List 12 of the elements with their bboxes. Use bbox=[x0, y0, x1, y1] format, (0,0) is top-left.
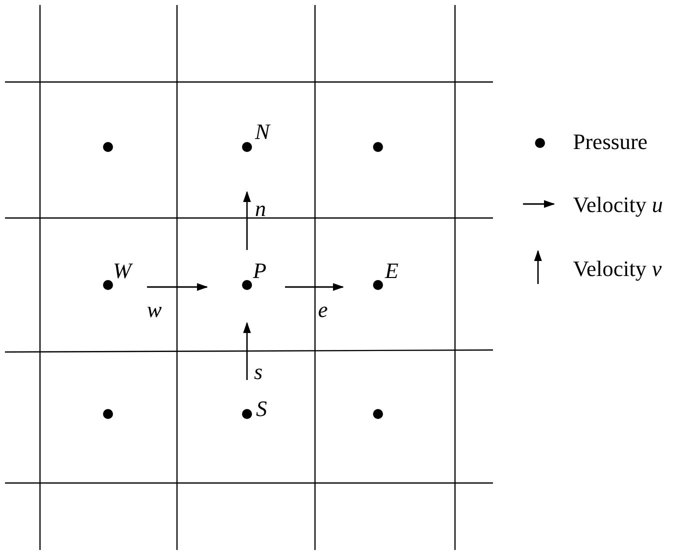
legend-label: Pressure bbox=[573, 130, 648, 154]
face-label: n bbox=[255, 197, 266, 221]
face-label: e bbox=[318, 298, 328, 322]
point-label: E bbox=[385, 259, 398, 283]
point-label: W bbox=[113, 259, 132, 283]
legend-label: Velocity u bbox=[573, 193, 663, 217]
face-label: w bbox=[147, 298, 162, 322]
point-label: P bbox=[253, 259, 266, 283]
face-label: s bbox=[254, 360, 263, 384]
point-label: S bbox=[256, 397, 267, 421]
legend-label: Velocity v bbox=[573, 257, 662, 281]
point-label: N bbox=[255, 120, 270, 144]
